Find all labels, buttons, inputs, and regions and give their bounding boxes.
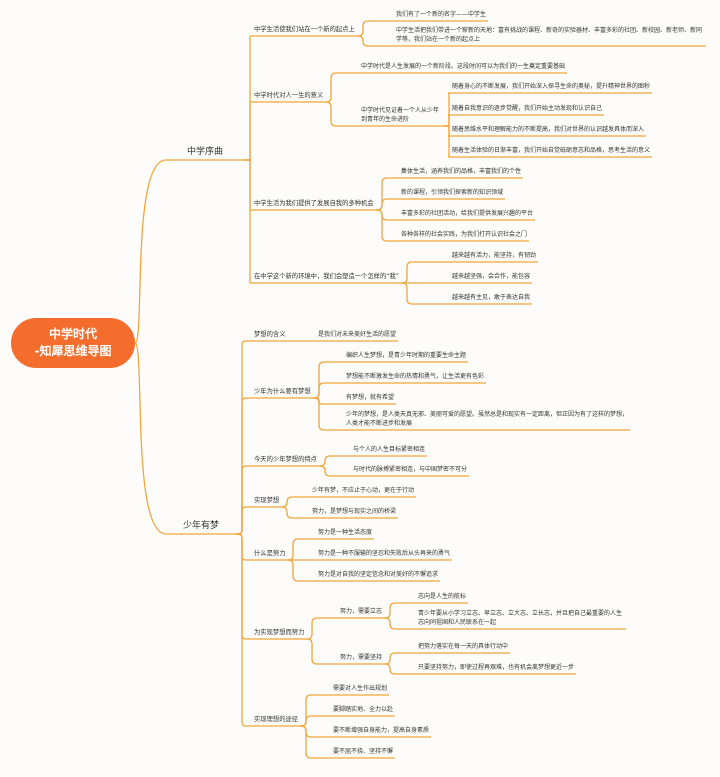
topic-node-1-2-0[interactable]: 与个人的人生目标紧密相连 [353,446,426,453]
root-subtitle: -知犀思维导图 [34,344,112,358]
topic-node-0-0-0[interactable]: 我们有了一个新的名字——中学生 [396,11,487,18]
topic-node-0-3-2[interactable]: 越来越有主见，敢于表达自我 [452,294,531,301]
topic-node-1-5-1[interactable]: 努力，需要坚持 [340,654,383,661]
link-0.2 [244,158,251,211]
link-0.2.2 [376,209,397,221]
topic-node-1-1-2[interactable]: 有梦想，就有希望 [346,394,395,401]
topic-node-0-2-0[interactable]: 集体生活，涵养我们的品格，丰富我们的个性 [401,168,522,175]
link-1.5.0 [306,617,336,640]
topic-node-0-1-1-0[interactable]: 随着身心的不断发展，我们开始深入探寻生命的奥秘，提升精神世界的图秒 [452,83,651,90]
topic-node-0-1-1-2[interactable]: 随着思维水平和理解能力的不断提高，我们对世界的认识越发具体而深入 [452,126,645,133]
link-1.6.1 [300,715,329,727]
topic-node-1-4[interactable]: 什么是努力 [254,550,286,557]
link-1.5.1.1 [384,663,414,675]
topic-node-0-2[interactable]: 中学生活为我们提供了发展自我的多种机会 [254,200,374,207]
topic-node-0-3[interactable]: 在中学这个新的环境中，我们会塑造一个怎样的“我” [254,273,400,280]
root-link-1 [134,342,167,535]
topic-node-0-2-1[interactable]: 新的课程，引领我们探索新的知识领域 [401,189,504,196]
topic-node-1-5-1-1[interactable]: 只要坚持努力，即使过程再艰难，也有机会离梦想更近一步 [418,664,575,671]
link-1.1.0 [313,361,342,399]
topic-node-1-1[interactable]: 少年为什么要有梦想 [254,388,311,395]
link-0.2.3 [376,209,397,242]
link-1.6.3 [300,725,329,759]
link-1.3.0 [281,496,308,508]
topic-node-1-6-3[interactable]: 要不屈不挠、坚持不懈 [333,748,394,755]
topic-node-1-1-3[interactable]: 少年的梦想，是人类天真无邪、美丽可爱的愿望。虽然总是和现实有一定距离，但正因为有… [346,411,629,427]
topic-node-0-1-1-1[interactable]: 随着自我意识的逐步觉醒，我们开始主动发现和认识自己 [452,105,603,112]
link-1.5.0.1 [384,617,414,630]
link-0.2.0 [376,177,397,211]
link-0.3.0 [401,261,448,284]
topic-node-1-6-1[interactable]: 要脚踏实地、全力以赴 [333,706,394,713]
link-0.1.1.1 [443,114,450,127]
branch-node-1[interactable]: 少年有梦 [182,521,219,531]
link-1.3 [236,506,250,535]
topic-node-0-1-1[interactable]: 中学时代见证着一个人从少年到青年的生命进阶 [361,107,440,123]
topic-node-0-1-1-3[interactable]: 随着生活体验的日渐丰富，我们开始自觉砥砺意志和品格，思考生活的意义 [452,147,651,154]
topic-node-0-0-1[interactable]: 中学生活把我们带进一个崭新的天地：富有挑战的课程、新奇的实验器材、丰富多彩的社团… [396,27,703,43]
topic-node-0-1[interactable]: 中学时代对人一生的意义 [254,92,324,99]
link-1.2.0 [319,455,349,467]
topic-node-1-0-0[interactable]: 是我们对未来美好生活的愿望 [318,331,397,338]
topic-node-0-0[interactable]: 中学生活使我们站在一个新的起点上 [254,26,355,33]
topic-node-1-2[interactable]: 今天的少年梦想的特点 [254,456,317,463]
link-1.2.1 [319,465,349,477]
link-1.5.0.0 [384,602,414,619]
link-0.1.1.3 [443,125,450,158]
root-title: 中学时代 [48,327,97,341]
topic-node-0-1-0[interactable]: 中学时代是人生发展的一个新阶段。这段时间可以为我们的一生奠定重要基础 [361,63,566,70]
link-0.0 [244,35,251,161]
link-0.0.1 [357,35,392,47]
link-0.2.1 [376,198,397,211]
topic-node-0-2-3[interactable]: 各种各样的社会实践，为我们打开认识社会之门 [401,231,528,238]
link-1.5.1.0 [384,652,414,665]
root-node[interactable]: 中学时代 -知犀思维导图 [11,318,135,368]
root-link-0 [134,159,167,344]
topic-node-0-3-1[interactable]: 越来越坚强，会合作，能包容 [452,273,531,280]
topic-node-1-4-1[interactable]: 努力是一种不服输的坚忍和失败后从头再来的勇气 [318,550,451,557]
link-1.3.1 [281,506,308,519]
topic-node-1-1-1[interactable]: 梦想能不断激发生命的热情和勇气，让生活更有色彩 [346,373,485,380]
link-1.5 [236,533,250,640]
topic-node-1-6-2[interactable]: 要不断增强自身能力，提高自身素质 [333,727,430,734]
topic-node-1-5[interactable]: 为实现梦想而努力 [254,629,305,636]
link-0.1.1 [325,101,357,127]
link-1.4 [236,533,250,561]
link-1.2 [236,465,250,535]
topic-node-1-6-0[interactable]: 需要对人生作出规划 [333,685,388,692]
link-0.1.0 [325,72,357,103]
link-1.6.0 [300,694,329,727]
topic-node-1-5-0[interactable]: 努力，需要立志 [340,608,383,615]
link-1.0 [236,340,250,535]
topic-node-0-3-0[interactable]: 越来越有活力，能坚持，有韧劲 [452,252,537,259]
branch-node-0[interactable]: 中学序曲 [186,147,223,157]
topic-node-1-3-1[interactable]: 努力，是梦想与现实之间的桥梁 [312,508,397,515]
link-1.4.0 [287,538,314,561]
topic-node-1-5-0-0[interactable]: 志向是人生的航标 [418,593,467,600]
topic-node-1-6[interactable]: 实现理想的途径 [254,716,299,723]
topic-node-0-2-2[interactable]: 丰富多彩的社团活动，给我们提供发展兴趣的平台 [401,210,534,217]
topic-node-1-3[interactable]: 实现梦想 [254,497,280,504]
topic-node-1-5-0-1[interactable]: 青少年要从小学习立志、早立志、立大志、立长志，并且把自己最重要的人生志向同祖国和… [418,610,623,626]
topic-node-1-3-0[interactable]: 少年有梦，不应止于心动，更在于行动 [312,487,415,494]
topic-node-1-0[interactable]: 梦想的含义 [254,331,286,338]
link-0.3.2 [401,282,448,305]
topic-node-1-5-1-0[interactable]: 把努力落实在每一天的具体行动中 [418,643,509,650]
link-0.3 [244,158,251,284]
link-0.1 [244,101,251,161]
topic-node-1-4-2[interactable]: 努力是对自我的坚定信念和对美好的不懈追求 [318,571,439,578]
topic-node-1-4-0[interactable]: 努力是一种生活态度 [318,529,373,536]
link-1.4.2 [287,559,314,582]
topic-node-1-2-1[interactable]: 与时代的脉搏紧密相连，与中国梦密不可分 [353,466,468,473]
link-1.1.1 [313,382,342,399]
link-1.6 [236,533,250,727]
link-1.1.3 [313,397,342,431]
link-0.0.0 [357,20,392,37]
topic-node-1-1-0[interactable]: 编织人生梦想，是青少年时期的重要生命主题 [346,352,467,359]
link-1.5.1 [306,638,336,665]
